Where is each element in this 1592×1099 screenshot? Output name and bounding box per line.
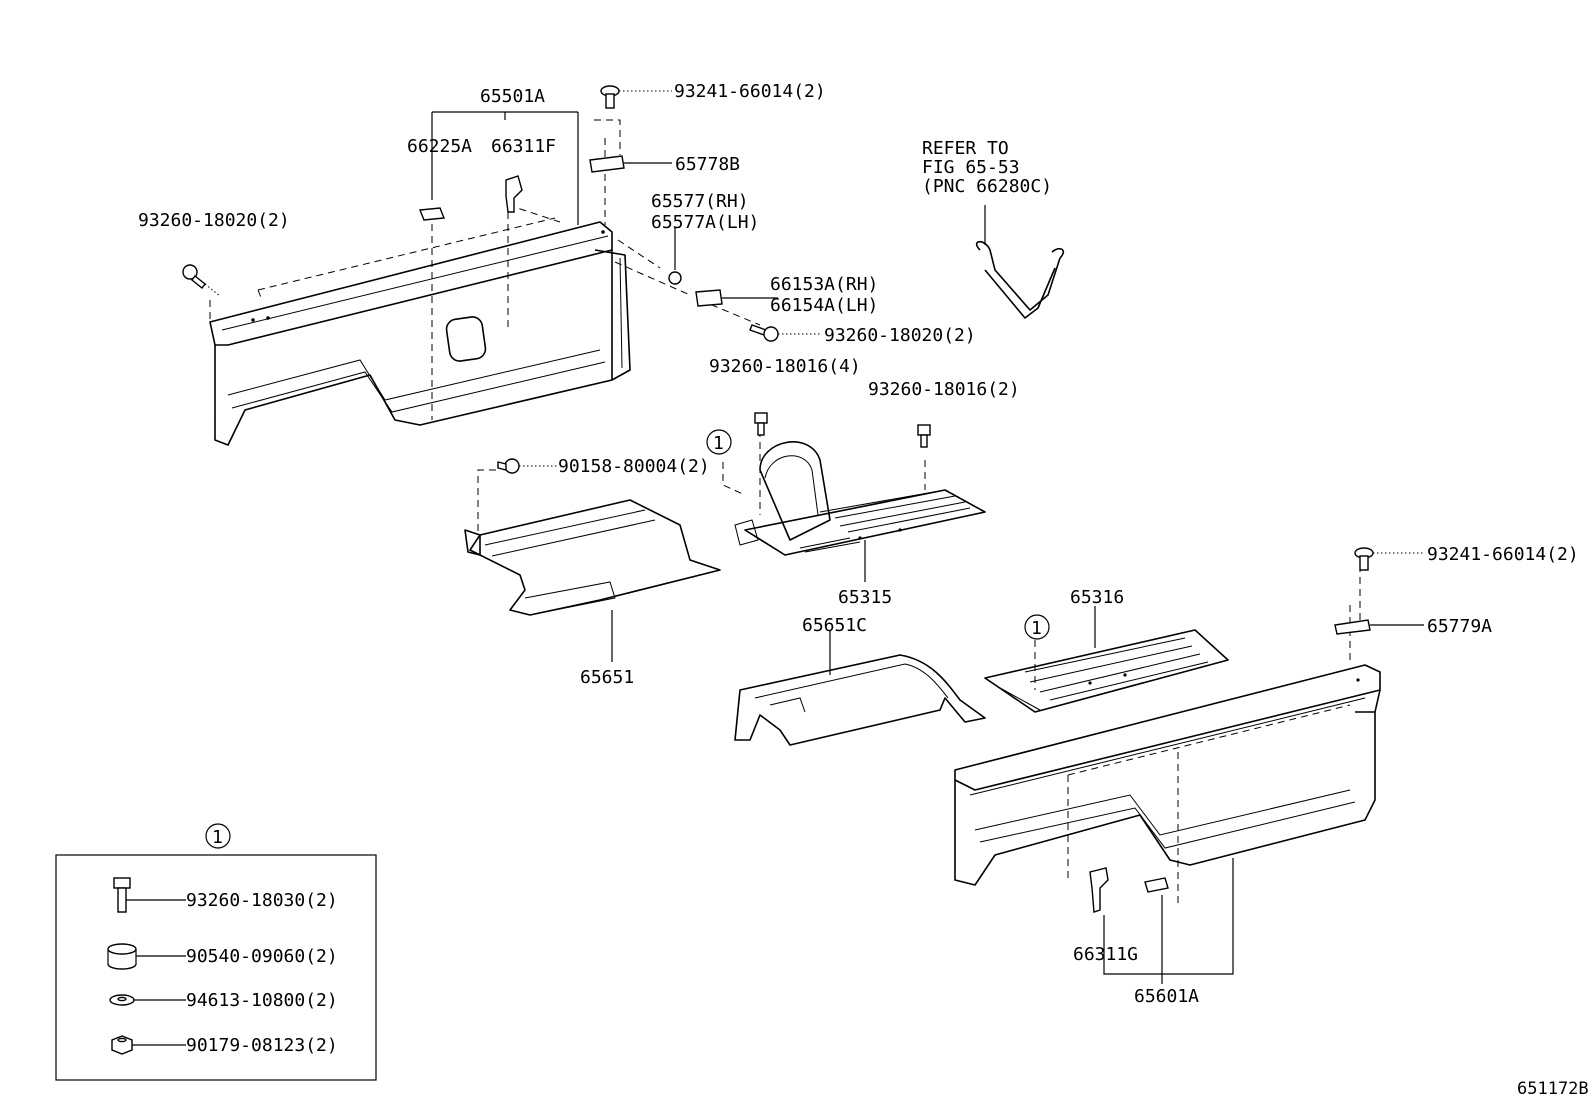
clip-66225A <box>419 207 445 221</box>
bolt-icon <box>749 324 779 342</box>
bracket-65779A <box>1334 619 1371 635</box>
strap-hook <box>975 240 1065 319</box>
bolt-icon <box>182 264 206 289</box>
bolt-icon <box>917 424 931 448</box>
label-65577RH: 65577(RH) <box>651 191 749 212</box>
label-65501A: 65501A <box>480 86 545 107</box>
bed-side-panel-right <box>954 664 1381 886</box>
label-65778B: 65778B <box>675 154 740 175</box>
grommet-65577 <box>668 271 682 285</box>
callout-marker: 1 <box>706 429 732 455</box>
label-kit-90179-08123: 90179-08123(2) <box>186 1035 338 1056</box>
label-66311G: 66311G <box>1073 944 1138 965</box>
label-93241-66014-top: 93241-66014(2) <box>674 81 826 102</box>
wheelhouse-panel-65651 <box>464 499 721 616</box>
label-65601A: 65601A <box>1134 986 1199 1007</box>
label-90158-80004: 90158-80004(2) <box>558 456 710 477</box>
bolt-icon <box>600 85 620 109</box>
label-refer-line1: REFER TO <box>922 138 1009 159</box>
figure-code: 651172B <box>1517 1079 1589 1099</box>
wheelhouse-floor-65315 <box>734 441 986 556</box>
label-93260-18020-right: 93260-18020(2) <box>824 325 976 346</box>
label-kit-90540-09060: 90540-09060(2) <box>186 946 338 967</box>
nut-icon <box>111 1035 133 1055</box>
washer-icon <box>109 994 135 1006</box>
label-refer-line2: FIG 65-53 <box>922 157 1020 178</box>
clip-66311F <box>505 175 523 213</box>
label-65316: 65316 <box>1070 587 1124 608</box>
bolt-icon <box>754 412 768 436</box>
label-93260-18020-left: 93260-18020(2) <box>138 210 290 231</box>
label-66225A: 66225A <box>407 136 472 157</box>
svg-text:1: 1 <box>1031 618 1042 639</box>
floor-panel-65316 <box>984 629 1229 713</box>
label-65651C: 65651C <box>802 615 867 636</box>
clip-66311G <box>1089 867 1109 913</box>
label-66311F: 66311F <box>491 136 556 157</box>
bed-side-panel-left <box>209 221 631 446</box>
label-65779A: 65779A <box>1427 616 1492 637</box>
spacer-icon <box>107 943 137 970</box>
clip-icon <box>1144 877 1169 893</box>
label-65577ALH: 65577A(LH) <box>651 212 759 233</box>
bolt-icon <box>113 877 131 913</box>
plate-66153A <box>695 289 723 307</box>
bracket-65778B <box>589 155 625 173</box>
hardware-kit-box: 1 <box>55 823 377 1081</box>
kit-callout: 1 <box>212 827 223 848</box>
wheelhouse-65651C <box>734 654 986 746</box>
label-66154ALH: 66154A(LH) <box>770 295 878 316</box>
label-93241-66014-right: 93241-66014(2) <box>1427 544 1579 565</box>
bolt-icon <box>1354 547 1374 571</box>
callout-marker: 1 <box>1024 614 1050 640</box>
label-93260-18016-2: 93260-18016(2) <box>868 379 1020 400</box>
label-kit-94613-10800: 94613-10800(2) <box>186 990 338 1011</box>
label-65651: 65651 <box>580 667 634 688</box>
label-66153ARH: 66153A(RH) <box>770 274 878 295</box>
svg-text:1: 1 <box>713 433 724 454</box>
label-kit-93260-18030: 93260-18030(2) <box>186 890 338 911</box>
label-93260-18016-4: 93260-18016(4) <box>709 356 861 377</box>
label-refer-line3: (PNC 66280C) <box>922 176 1052 197</box>
label-65315: 65315 <box>838 587 892 608</box>
screw-icon <box>497 458 520 474</box>
